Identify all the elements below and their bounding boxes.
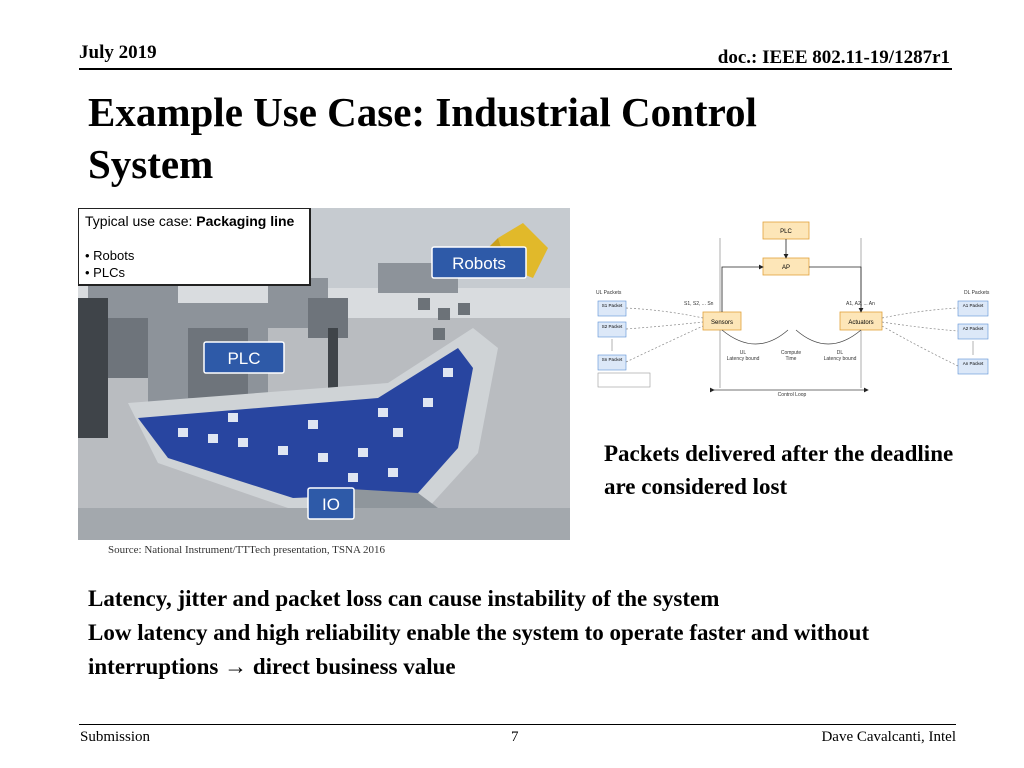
footer-rule: [79, 724, 956, 725]
plc-box: PLC: [780, 229, 792, 235]
compute-line1: Compute: [781, 350, 802, 356]
s-series-label: S1, S2, ... Sn: [684, 301, 714, 307]
footer-submission: Submission: [80, 729, 151, 745]
body-line-1: Latency, jitter and packet loss can caus…: [88, 586, 720, 611]
dl-latency-line1: DL: [837, 350, 844, 356]
dl-latency-line2: Latency bound: [824, 356, 857, 362]
body-text: Latency, jitter and packet loss can caus…: [88, 582, 988, 684]
footer-author: Dave Cavalcanti, Intel: [821, 729, 956, 745]
s2-packet: S2 Packet: [602, 324, 623, 329]
header-rule: [79, 68, 952, 70]
s1-packet: S1 Packet: [602, 303, 623, 308]
header-doc-id: doc.: IEEE 802.11-19/1287r1: [717, 47, 950, 68]
dl-packets-label: DL Packets: [964, 290, 990, 296]
control-loop-diagram: Control Loop PLC AP Sensors Actuators UL…: [596, 221, 990, 398]
source-caption: Source: National Instrument/TTTech prese…: [108, 544, 386, 556]
callout-item-robots: • Robots: [85, 248, 135, 263]
callout-item-plcs: • PLCs: [85, 265, 125, 280]
footer-page-number: 7: [511, 729, 519, 745]
a-series-label: A1, A2, ... An: [846, 301, 875, 307]
header-date: July 2019: [79, 42, 157, 63]
actuators-box: Actuators: [848, 320, 873, 326]
packets-note: Packets delivered after the deadline are…: [604, 441, 954, 499]
body-line-2: Low latency and high reliability enable …: [88, 620, 870, 679]
svg-text:Typical use case: Packaging li: Typical use case: Packaging line: [85, 213, 295, 229]
callout-prefix: Typical use case:: [85, 213, 196, 229]
compute-line2: Time: [786, 356, 797, 362]
ul-packets-label: UL Packets: [596, 290, 622, 296]
label-robots: Robots: [452, 254, 506, 273]
ap-box: AP: [782, 265, 790, 271]
sensors-box: Sensors: [711, 320, 733, 326]
ul-latency-line1: UL: [740, 350, 747, 356]
an-packet: An Packet: [963, 361, 984, 366]
control-loop-label: Control Loop: [778, 392, 807, 398]
a1-packet: A1 Packet: [963, 303, 984, 308]
callout-bold: Packaging line: [196, 213, 294, 229]
label-io: IO: [322, 495, 340, 514]
ul-latency-line2: Latency bound: [727, 356, 760, 362]
slide-title: Example Use Case: Industrial Control Sys…: [88, 89, 757, 187]
a2-packet: A2 Packet: [963, 326, 984, 331]
label-plc: PLC: [227, 349, 260, 368]
sn-packet: Sn Packet: [602, 357, 623, 362]
packaging-line-photo: Typical use case: Packaging line • Robot…: [78, 208, 570, 540]
